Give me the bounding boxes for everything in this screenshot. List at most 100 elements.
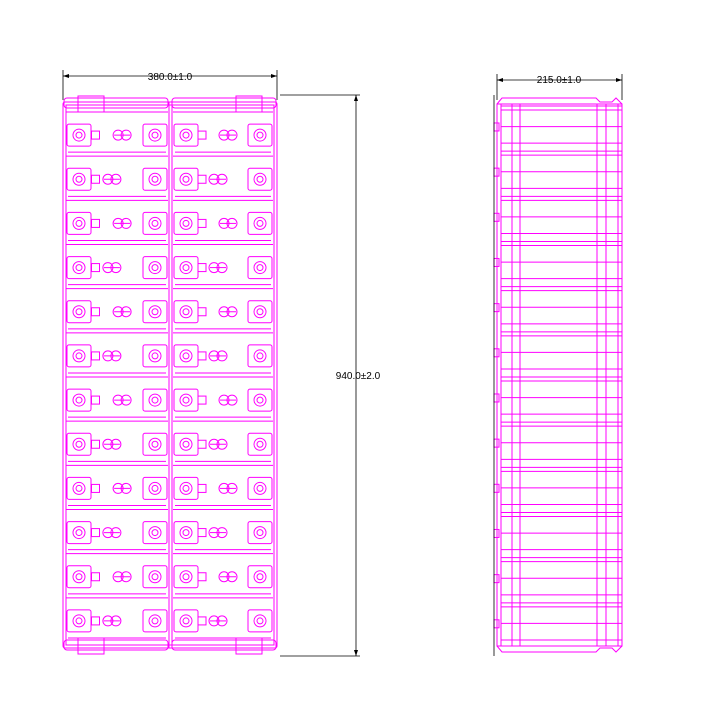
cell-terminal-box [173, 476, 199, 500]
sensor-pad [197, 174, 207, 184]
cell-terminal-post [75, 219, 83, 227]
sensor-pad [197, 616, 207, 626]
dimension-lines [62, 70, 623, 657]
sensor-pad [91, 174, 100, 184]
cell-terminal-post [151, 529, 159, 537]
sensor-pad [197, 351, 207, 361]
cell-row [66, 244, 273, 286]
cell-terminal-ring [72, 216, 86, 230]
sensor-pad [91, 395, 100, 405]
cell-terminal-box [66, 256, 92, 280]
cell-terminal-ring [179, 481, 193, 495]
cell-terminal-box [247, 211, 273, 235]
side-row [493, 150, 622, 189]
cell-terminal-ring [72, 261, 86, 275]
cell-terminal-post [75, 308, 83, 316]
cell-terminal-box [66, 167, 92, 191]
cell-terminal-post [256, 484, 264, 492]
sensor-pad [91, 351, 100, 361]
side-row [493, 421, 622, 460]
cell-terminal-box [173, 609, 199, 633]
cell-terminal-ring [253, 128, 267, 142]
cell-terminal-post [75, 131, 83, 139]
cell-terminal-ring [72, 570, 86, 584]
cell-terminal-box [173, 256, 199, 280]
cell-terminal-ring [148, 216, 162, 230]
cell-terminal-ring [179, 393, 193, 407]
side-top-cap [496, 97, 623, 105]
front-outline [62, 101, 278, 649]
sensor-pad [197, 439, 207, 449]
cell-terminal-post [256, 573, 264, 581]
cell-terminal-ring [179, 261, 193, 275]
cell-terminal-box [66, 521, 92, 545]
side-row [493, 512, 622, 551]
cell-terminal-post [256, 617, 264, 625]
cell-terminal-post [256, 219, 264, 227]
cell-terminal-box [142, 521, 168, 545]
cell-terminal-post [151, 264, 159, 272]
sensor-pad [91, 572, 100, 582]
cell-terminal-box [247, 432, 273, 456]
cell-terminal-ring [148, 305, 162, 319]
cell-terminal-ring [148, 349, 162, 363]
sensor-pad [91, 307, 100, 317]
cell-terminal-ring [148, 481, 162, 495]
cell-terminal-box [66, 432, 92, 456]
cell-terminal-ring [253, 261, 267, 275]
cell-terminal-post [256, 264, 264, 272]
cell-terminal-post [182, 219, 190, 227]
cell-terminal-ring [253, 305, 267, 319]
sensor-pad [91, 616, 100, 626]
cell-row [66, 509, 273, 551]
cell-terminal-post [75, 529, 83, 537]
cell-terminal-ring [148, 128, 162, 142]
cell-terminal-post [256, 396, 264, 404]
cell-terminal-box [247, 167, 273, 191]
cell-terminal-ring [179, 526, 193, 540]
cell-terminal-ring [179, 570, 193, 584]
cell-terminal-post [182, 484, 190, 492]
cell-terminal-box [142, 211, 168, 235]
cell-terminal-ring [253, 349, 267, 363]
cell-terminal-post [151, 396, 159, 404]
cell-terminal-ring [253, 614, 267, 628]
sensor-pad [197, 263, 207, 273]
cell-terminal-post [75, 396, 83, 404]
cell-terminal-ring [253, 570, 267, 584]
cell-terminal-box [66, 565, 92, 589]
cell-terminal-ring [148, 614, 162, 628]
cell-terminal-post [256, 308, 264, 316]
cell-terminal-post [182, 396, 190, 404]
cell-terminal-ring [72, 128, 86, 142]
cell-terminal-post [151, 440, 159, 448]
front-view [62, 95, 278, 655]
cell-terminal-box [173, 344, 199, 368]
sensor-pad [91, 439, 100, 449]
sensor-pad [197, 528, 207, 538]
cell-terminal-ring [72, 526, 86, 540]
cell-terminal-ring [253, 216, 267, 230]
dimension-arrows [63, 74, 622, 656]
cell-terminal-ring [148, 437, 162, 451]
cell-terminal-box [66, 476, 92, 500]
cell-terminal-box [142, 609, 168, 633]
cell-terminal-box [173, 521, 199, 545]
cell-terminal-ring [253, 437, 267, 451]
front-width-label: 380.0±1.0 [148, 72, 193, 83]
cell-terminal-box [66, 609, 92, 633]
cell-terminal-box [247, 344, 273, 368]
cell-row [66, 376, 273, 418]
cell-terminal-box [173, 565, 199, 589]
cell-terminal-ring [148, 261, 162, 275]
cell-terminal-ring [179, 216, 193, 230]
cell-terminal-ring [253, 481, 267, 495]
cell-terminal-ring [179, 437, 193, 451]
cell-terminal-box [142, 344, 168, 368]
cell-terminal-post [151, 219, 159, 227]
cell-terminal-post [182, 175, 190, 183]
cell-terminal-ring [179, 305, 193, 319]
cell-terminal-ring [253, 526, 267, 540]
cell-terminal-post [151, 617, 159, 625]
sensor-pad [91, 218, 100, 228]
